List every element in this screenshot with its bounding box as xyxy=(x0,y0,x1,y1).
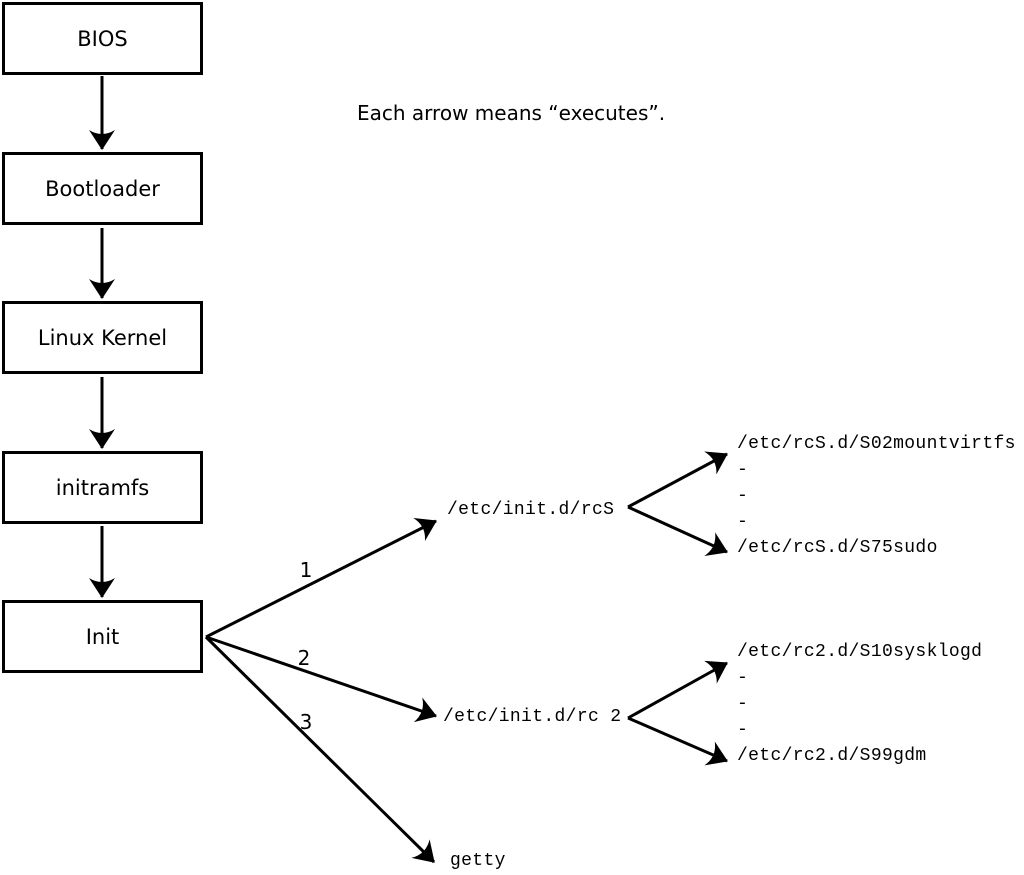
rcs-script-item: /etc/rcS.d/S02mountvirtfs xyxy=(737,434,1016,454)
rc2-script-ellipsis-dash: - xyxy=(737,668,749,688)
box-bootloader-label: Bootloader xyxy=(45,176,160,201)
rcs-script-item: /etc/rcS.d/S75sudo xyxy=(737,538,938,558)
branch-getty-target: getty xyxy=(450,851,506,871)
arrow-rc2-to-first-script xyxy=(627,660,728,720)
arrow-init-to-rcs xyxy=(205,517,437,639)
rcs-script-ellipsis-dash: - xyxy=(737,460,749,480)
branch-rc2-target: /etc/init.d/rc 2 xyxy=(443,707,622,727)
arrow-init-to-getty xyxy=(204,635,436,864)
box-bootloader: Bootloader xyxy=(2,152,203,225)
box-init-label: Init xyxy=(85,624,120,649)
box-bios: BIOS xyxy=(2,2,203,75)
branch-3-number: 3 xyxy=(299,710,313,734)
rc2-script-item: /etc/rc2.d/S99gdm xyxy=(737,746,927,766)
arrow-rcs-to-first-script xyxy=(627,451,728,509)
branch-1-number: 1 xyxy=(299,558,313,582)
branch-rcs-target: /etc/init.d/rcS xyxy=(447,500,615,520)
arrow-rc2-to-last-script xyxy=(627,716,728,766)
diagram-caption: Each arrow means “executes”. xyxy=(357,101,666,125)
rcs-scripts-list: /etc/rcS.d/S02mountvirtfs - - - /etc/rcS… xyxy=(737,431,1016,561)
box-linux-kernel: Linux Kernel xyxy=(2,301,203,374)
box-init: Init xyxy=(2,600,203,673)
rcs-script-ellipsis-dash: - xyxy=(737,512,749,532)
rc2-scripts-list: /etc/rc2.d/S10sysklogd - - - /etc/rc2.d/… xyxy=(737,639,982,769)
rc2-script-item: /etc/rc2.d/S10sysklogd xyxy=(737,642,983,662)
rc2-script-ellipsis-dash: - xyxy=(737,694,749,714)
box-linux-kernel-label: Linux Kernel xyxy=(37,325,168,350)
rcs-script-ellipsis-dash: - xyxy=(737,486,749,506)
arrow-rcs-to-last-script xyxy=(627,505,728,556)
box-bios-label: BIOS xyxy=(77,26,128,51)
box-initramfs: initramfs xyxy=(2,451,203,524)
box-initramfs-label: initramfs xyxy=(55,475,150,500)
rc2-script-ellipsis-dash: - xyxy=(737,720,749,740)
arrow-init-to-rc2 xyxy=(205,635,437,723)
branch-2-number: 2 xyxy=(297,646,311,670)
